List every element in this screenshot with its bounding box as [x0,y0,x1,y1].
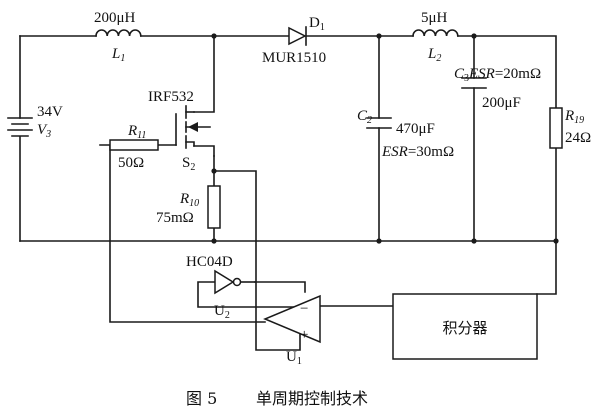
resistor-r19-body [549,107,563,149]
diode-d1: D1 MUR1510 [262,15,326,66]
figure-title: 单周期控制技术 [256,389,368,408]
c2-name: C2 [357,108,372,126]
integrator-box [392,293,538,360]
mosfet-source-stub [185,141,195,147]
capacitor-c3: C3ESR=20mΩ 200μF [454,66,541,111]
inductor-l2-coil [412,29,459,37]
feedback-wire [536,240,557,295]
u1-minus-sign: − [300,301,308,317]
r10-name: R10 [179,191,199,209]
mosfet-part: IRF532 [148,89,194,105]
top-wire-right [457,35,557,109]
inverter-u2: HC04D U2 [186,254,256,321]
c2-esr: ESR=30mΩ [381,144,454,160]
inverter-input-wire [254,281,306,293]
mosfet-irf532: IRF532 S2 [148,89,211,173]
resistor-r10: R10 75mΩ [156,185,221,229]
resistor-r10-body [207,185,221,229]
junction-dot [376,238,382,244]
junction-dot [553,238,559,244]
junction-dot [211,238,217,244]
r11-value: 50Ω [118,155,144,171]
r10-value: 75mΩ [156,210,194,226]
u1-name: U1 [286,349,302,367]
u2-part: HC04D [186,254,233,270]
inverter-u2-bubble [232,277,242,287]
figure-number: 图 5 [186,389,217,408]
junction-dot [471,33,477,39]
r11-left-wire [99,144,266,323]
junction-dots [211,33,559,244]
comparator-u1-triangle [263,294,321,344]
comparator-u1: − + U1 [263,294,321,367]
junction-dot [211,33,217,39]
sense-wire [213,170,301,351]
u1-plus-sign: + [300,327,308,343]
integrator-label: 积分器 [442,319,487,337]
d1-part: MUR1510 [262,50,326,66]
inverter-u2-triangle [214,269,235,295]
c3-name-esr: C3ESR=20mΩ [454,66,541,84]
junction-dot [376,33,382,39]
capacitor-c2: C2 470μF ESR=30mΩ [357,108,454,160]
r19-name: R19 [564,108,584,126]
l2-name: L2 [427,46,441,64]
mosfet-switch-name: S2 [182,155,195,173]
l2-value: 5μH [421,10,448,26]
r19-value: 24Ω [565,130,591,146]
resistor-r11: R11 50Ω [109,123,159,171]
resistor-r19: R19 24Ω [549,107,591,149]
d1-name: D1 [309,15,325,33]
inductor-l1: 200μH L1 [94,10,142,64]
mosfet-arrow-icon [188,122,198,132]
v3-name: V3 [37,122,51,140]
battery-v3: 34V V3 [7,104,63,140]
l1-value: 200μH [94,10,136,26]
mosfet-drain-wire [193,35,215,113]
integrator-block: 积分器 [392,293,538,360]
junction-dot [211,168,217,174]
inverter-output-wire [197,281,299,308]
junction-dot [471,238,477,244]
c2-value: 470μF [396,121,435,137]
inductor-l1-coil [95,29,142,37]
diode-d1-triangle [288,26,307,46]
wires [19,35,557,351]
resistor-r11-body [109,139,159,151]
c3-value: 200μF [482,95,521,111]
u2-name: U2 [214,303,230,321]
l1-name: L1 [111,46,125,64]
v3-value: 34V [37,104,63,120]
figure-caption: 图 5 单周期控制技术 [186,389,368,408]
inductor-l2: 5μH L2 [412,10,459,64]
mosfet-source-wire [193,145,215,157]
r11-name: R11 [127,123,146,141]
